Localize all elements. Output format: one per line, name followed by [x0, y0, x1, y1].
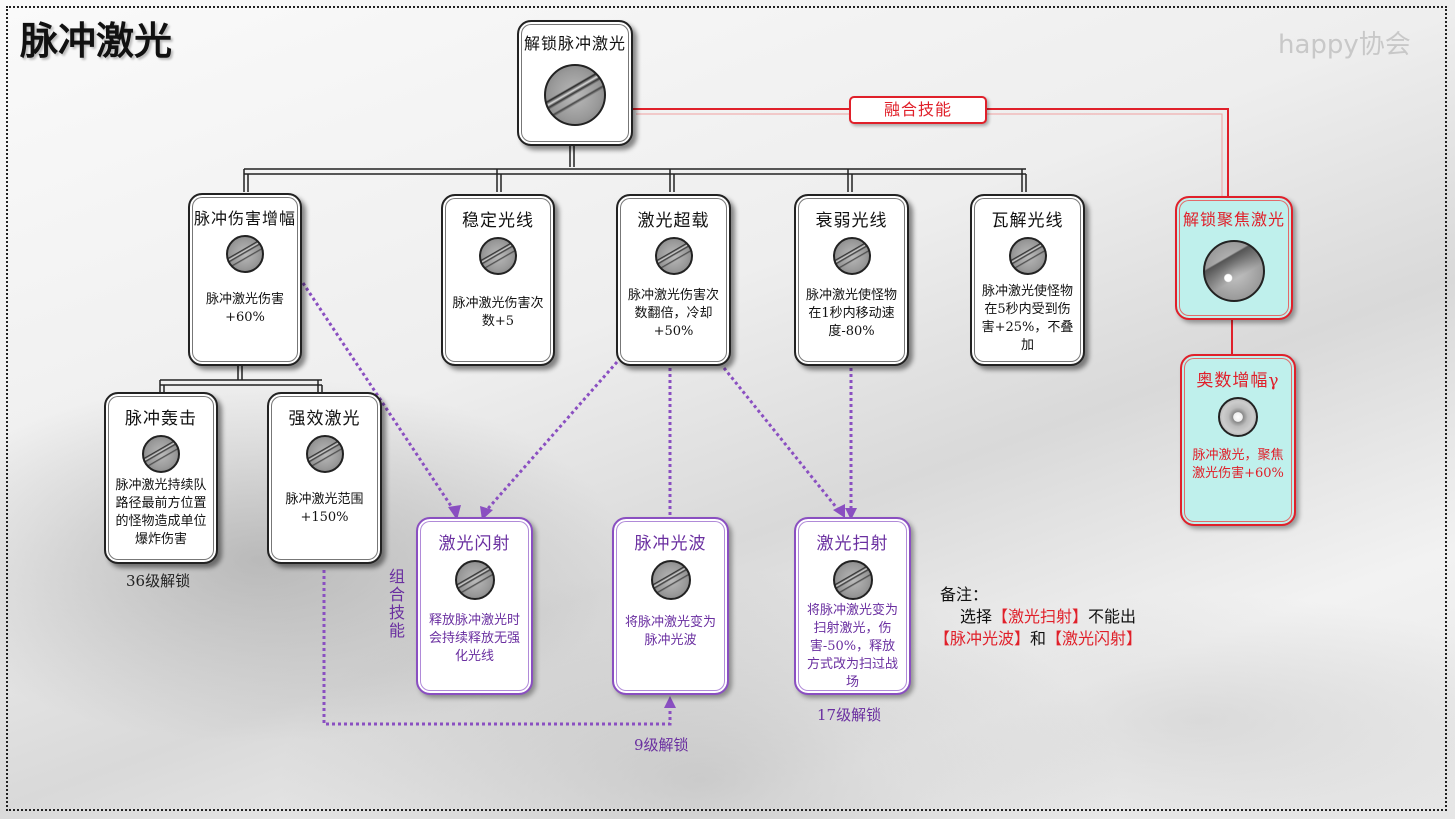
- skill-card-laser-overload[interactable]: 激光超载 脉冲激光伤害次数翻倍，冷却+50%: [616, 194, 731, 366]
- comet-orb-icon: [1203, 240, 1265, 302]
- skill-card-laser-sweep[interactable]: 激光扫射 将脉冲激光变为扫射激光，伤害-50%，释放方式改为扫过战场: [794, 517, 911, 695]
- skill-card-weaken-beam[interactable]: 衰弱光线 脉冲激光使怪物在1秒内移动速度-80%: [794, 194, 909, 366]
- note-line-1: 选择【激光扫射】不能出: [940, 606, 1142, 628]
- note-line-2: 【脉冲光波】和【激光闪射】: [934, 628, 1142, 650]
- skill-title: 激光闪射: [438, 534, 511, 554]
- skill-title: 奥数增幅γ: [1196, 371, 1280, 391]
- skill-card-pulse-bombard[interactable]: 脉冲轰击 脉冲激光持续队路径最前方位置的怪物造成单位爆炸伤害: [104, 392, 218, 564]
- skill-card-pulse-damage[interactable]: 脉冲伤害增幅 脉冲激光伤害+60%: [188, 193, 302, 366]
- skill-title: 解锁脉冲激光: [523, 34, 626, 53]
- skill-title: 瓦解光线: [991, 211, 1064, 231]
- skill-title: 脉冲伤害增幅: [193, 209, 296, 228]
- skill-title: 解锁聚焦激光: [1182, 210, 1285, 229]
- skill-desc: 脉冲激光伤害次数翻倍，冷却+50%: [627, 288, 719, 339]
- laser-orb-icon: [305, 435, 344, 473]
- skill-desc: 脉冲激光伤害次数+5: [452, 296, 544, 329]
- laser-orb-icon: [650, 560, 691, 600]
- note-highlight: 【激光闪射】: [1046, 629, 1143, 648]
- laser-orb-icon: [479, 237, 517, 275]
- skill-title: 衰弱光线: [815, 211, 888, 231]
- skill-title: 激光扫射: [816, 534, 889, 554]
- skill-desc: 将脉冲激光变为脉冲光波: [624, 615, 716, 648]
- skill-card-strong-laser[interactable]: 强效激光 脉冲激光范围+150%: [267, 392, 382, 564]
- skill-title: 稳定光线: [462, 211, 534, 231]
- note-text: 不能出: [1088, 607, 1137, 626]
- combo-skill-label: 组合技能: [388, 567, 405, 640]
- unlock-label: 17级解锁: [817, 706, 882, 724]
- laser-orb-icon: [654, 237, 693, 275]
- laser-orb-icon: [142, 435, 180, 473]
- note-highlight: 【激光扫射】: [992, 607, 1089, 626]
- skill-title: 强效激光: [288, 409, 361, 429]
- unlock-label: 9级解锁: [634, 736, 689, 754]
- note: 备注： 选择【激光扫射】不能出 【脉冲光波】和【激光闪射】: [934, 584, 1142, 650]
- laser-orb-icon: [1008, 237, 1047, 275]
- skill-card-pulse-wave[interactable]: 脉冲光波 将脉冲激光变为脉冲光波: [612, 517, 729, 695]
- skill-desc: 释放脉冲激光时会持续释放无强化光线: [428, 613, 520, 664]
- skill-title: 脉冲光波: [634, 534, 707, 554]
- watermark: happy协会: [1278, 30, 1411, 60]
- note-highlight: 【脉冲光波】: [934, 629, 1031, 648]
- skill-title: 激光超载: [637, 211, 710, 231]
- skill-title: 脉冲轰击: [125, 409, 197, 429]
- note-text: 和: [1030, 629, 1047, 648]
- note-text: 选择: [960, 607, 993, 626]
- skill-desc: 脉冲激光范围+150%: [285, 492, 364, 525]
- skill-desc: 将脉冲激光变为扫射激光，伤害-50%，释放方式改为扫过战场: [806, 603, 898, 690]
- laser-orb-icon: [226, 235, 264, 273]
- skill-card-arcane-amplify[interactable]: 奥数增幅γ 脉冲激光，聚焦激光伤害+60%: [1180, 354, 1296, 526]
- skill-card-disintegrate-beam[interactable]: 瓦解光线 脉冲激光使怪物在5秒内受到伤害+25%，不叠加: [970, 194, 1085, 366]
- skill-desc: 脉冲激光使怪物在5秒内受到伤害+25%，不叠加: [981, 284, 1074, 353]
- skill-desc: 脉冲激光，聚焦激光伤害+60%: [1192, 448, 1284, 481]
- fusion-skill-label: 融合技能: [849, 96, 987, 124]
- skill-desc: 脉冲激光持续队路径最前方位置的怪物造成单位爆炸伤害: [115, 478, 207, 547]
- laser-orb-icon: [832, 237, 871, 275]
- laser-orb-icon: [832, 560, 873, 600]
- unlock-label: 36级解锁: [126, 572, 191, 590]
- skill-card-laser-flash[interactable]: 激光闪射 释放脉冲激光时会持续释放无强化光线: [416, 517, 533, 695]
- star-orb-icon: [1218, 397, 1258, 437]
- laser-orb-icon: [454, 560, 495, 600]
- skill-card-stable-beam[interactable]: 稳定光线 脉冲激光伤害次数+5: [441, 194, 555, 366]
- skill-desc: 脉冲激光伤害+60%: [205, 292, 284, 325]
- skill-card-focus-laser[interactable]: 解锁聚焦激光: [1175, 196, 1293, 320]
- note-heading: 备注：: [940, 585, 989, 604]
- laser-orb-icon: [544, 64, 606, 126]
- skill-desc: 脉冲激光使怪物在1秒内移动速度-80%: [805, 288, 897, 339]
- skill-card-root[interactable]: 解锁脉冲激光: [517, 20, 633, 146]
- page-title: 脉冲激光: [20, 19, 173, 63]
